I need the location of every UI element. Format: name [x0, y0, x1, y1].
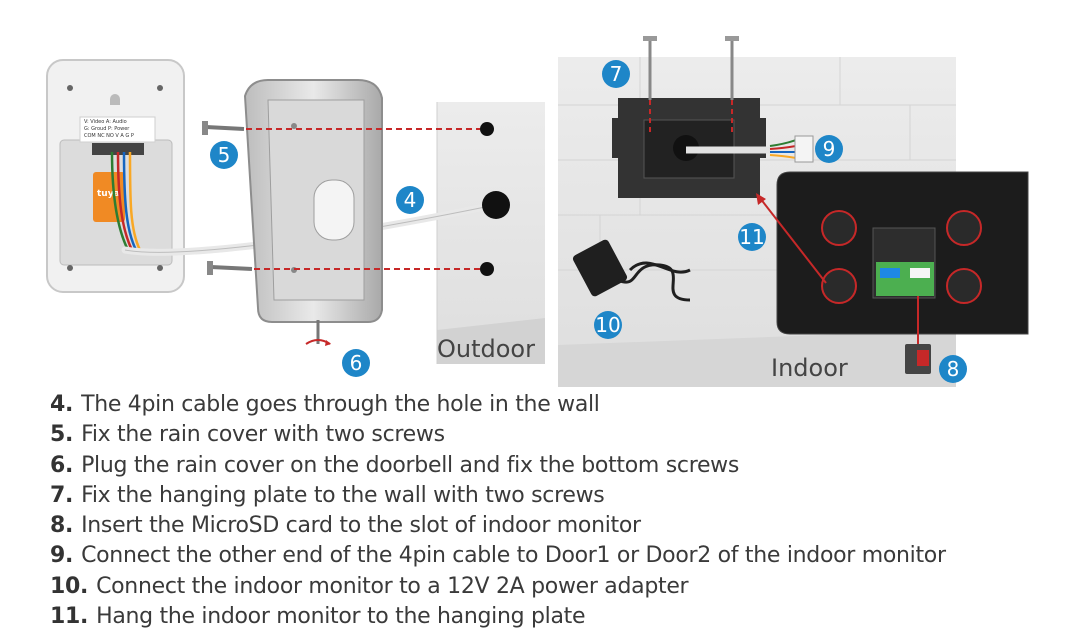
wall-hole-cable [482, 191, 510, 219]
step-badge-9: 9 [815, 135, 843, 163]
wiring-legend-line-3: COM NC NO V A G P [84, 133, 134, 139]
step-badge-7: 7 [602, 60, 630, 88]
wall-hole-lower [480, 262, 494, 276]
step-number: 8. [50, 513, 73, 538]
step-9: 9. Connect the other end of the 4pin cabl… [50, 541, 946, 571]
screw-lower [207, 261, 252, 275]
svg-text:5: 5 [218, 143, 231, 167]
wiring-legend-line-1: V: Video A: Audio [84, 119, 127, 125]
step-badge-10: 10 [594, 311, 622, 339]
svg-text:9: 9 [823, 137, 836, 161]
step-text: Connect the indoor monitor to a 12V 2A p… [96, 574, 688, 599]
svg-text:11: 11 [739, 225, 764, 249]
step-number: 7. [50, 483, 73, 508]
doorbell-back: V: Video A: Audio G: Groud P: Power COM … [47, 60, 184, 292]
step-10: 10. Connect the indoor monitor to a 12V 2… [50, 572, 946, 602]
step-badge-8: 8 [939, 355, 967, 383]
rain-cover [245, 80, 382, 322]
step-text: Hang the indoor monitor to the hanging p… [96, 604, 585, 629]
step-number: 4. [50, 392, 73, 417]
installation-diagram: V: Video A: Audio G: Groud P: Power COM … [0, 0, 1073, 390]
svg-text:6: 6 [350, 351, 363, 375]
svg-text:8: 8 [947, 357, 960, 381]
step-badge-6: 6 [342, 349, 370, 377]
step-number: 6. [50, 453, 73, 478]
indoor-monitor [777, 172, 1028, 348]
step-text: The 4pin cable goes through the hole in … [81, 392, 600, 417]
step-number: 9. [50, 543, 73, 568]
step-number: 10. [50, 574, 88, 599]
step-5: 5. Fix the rain cover with two screws [50, 420, 946, 450]
microsd-card [905, 344, 931, 374]
outdoor-label: Outdoor [437, 335, 535, 363]
step-text: Connect the other end of the 4pin cable … [81, 543, 946, 568]
instruction-list: 4. The 4pin cable goes through the hole i… [50, 390, 946, 632]
indoor-label: Indoor [771, 354, 848, 382]
brand-sticker-text: tuya [97, 189, 120, 199]
step-8: 8. Insert the MicroSD card to the slot of… [50, 511, 946, 541]
step-text: Fix the hanging plate to the wall with t… [81, 483, 604, 508]
wall-hole-upper [480, 122, 494, 136]
screw-upper [202, 121, 244, 135]
step-6: 6. Plug the rain cover on the doorbell an… [50, 451, 946, 481]
step-number: 11. [50, 604, 88, 629]
svg-text:7: 7 [610, 62, 623, 86]
step-number: 5. [50, 422, 73, 447]
step-11: 11. Hang the indoor monitor to the hangin… [50, 602, 946, 632]
step-text: Fix the rain cover with two screws [81, 422, 445, 447]
wiring-legend-line-2: G: Groud P: Power [84, 126, 130, 132]
step-badge-4: 4 [396, 186, 424, 214]
step-text: Plug the rain cover on the doorbell and … [81, 453, 739, 478]
screw-bottom [306, 320, 331, 346]
step-badge-11: 11 [738, 223, 766, 251]
step-7: 7. Fix the hanging plate to the wall with… [50, 481, 946, 511]
outdoor-wall [437, 102, 545, 364]
step-4: 4. The 4pin cable goes through the hole i… [50, 390, 946, 420]
step-text: Insert the MicroSD card to the slot of i… [81, 513, 641, 538]
step-badge-5: 5 [210, 141, 238, 169]
svg-text:4: 4 [404, 188, 417, 212]
svg-text:10: 10 [595, 313, 620, 337]
